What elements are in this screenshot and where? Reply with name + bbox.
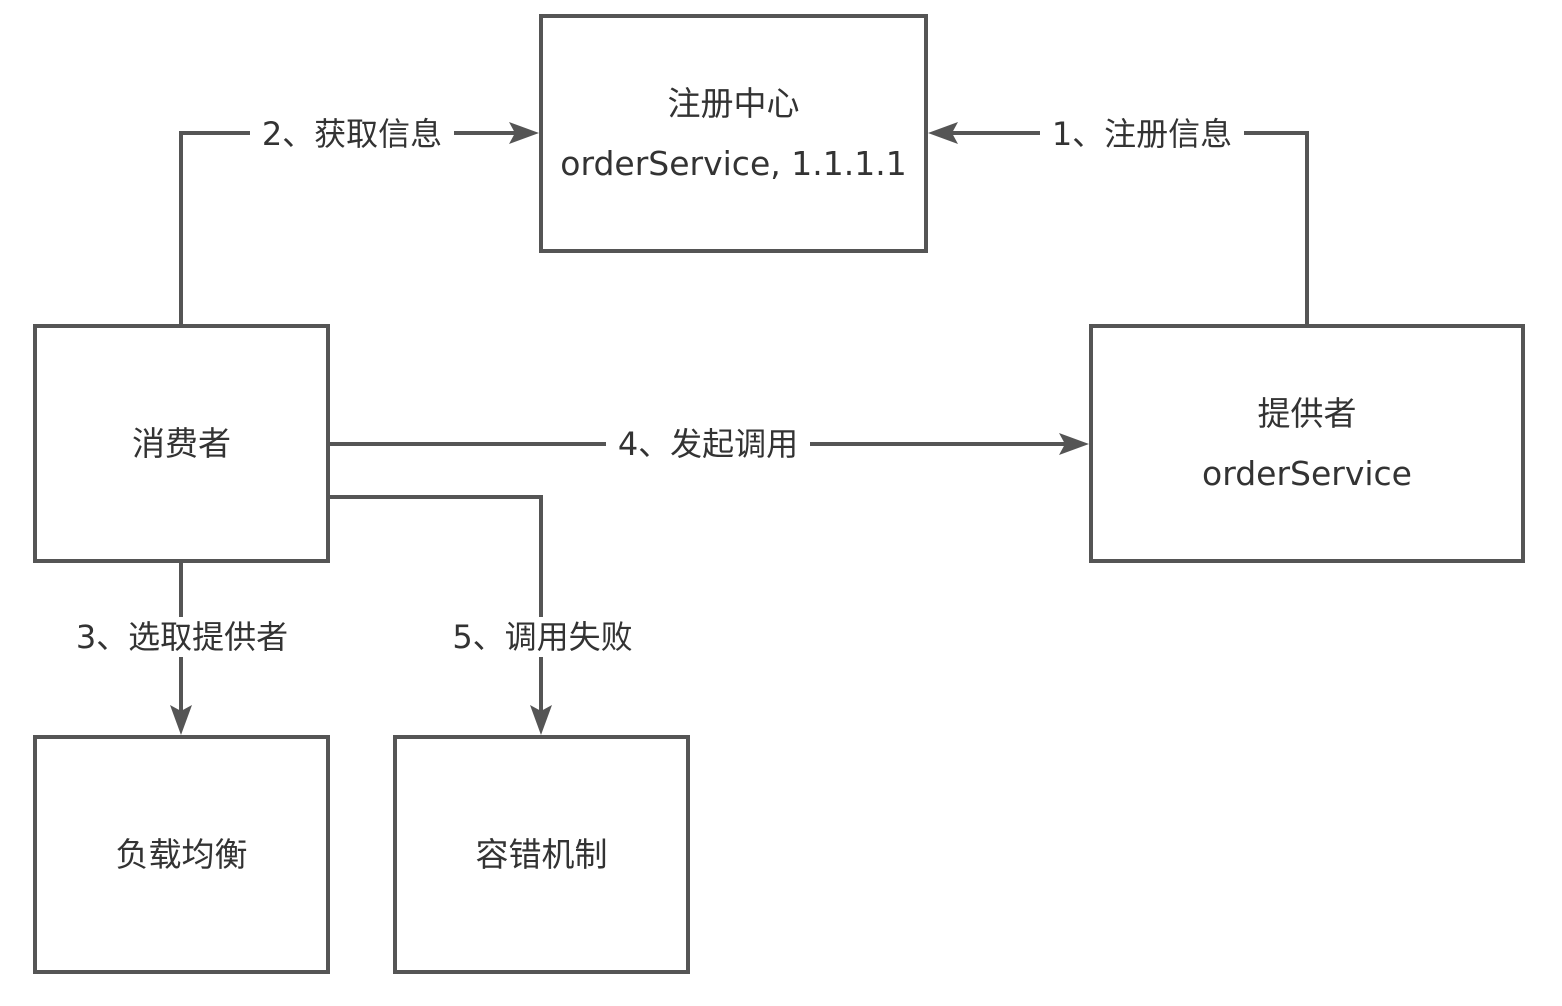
edge-fetch-label: 2、获取信息 [250,114,454,154]
edge-fetch-arrow [509,122,539,144]
node-load-balance-title: 负载均衡 [115,834,248,874]
edge-fail-line [330,495,543,712]
node-consumer-title: 消费者 [132,423,231,463]
node-provider-title: 提供者 [1257,393,1357,433]
node-provider: 提供者 orderService [1089,324,1525,563]
edge-register-line [950,131,1309,324]
node-consumer: 消费者 [33,324,330,563]
node-fault-tolerance: 容错机制 [393,735,690,974]
edge-invoke-arrow [1059,433,1089,455]
edge-select-arrow [170,705,192,735]
node-registry-center: 注册中心 orderService, 1.1.1.1 [539,14,928,253]
node-registry-title: 注册中心 [667,83,800,123]
edge-fail-label: 5、调用失败 [440,617,645,657]
edge-fetch-line [179,131,518,324]
edge-select-label: 3、选取提供者 [62,617,302,657]
edge-register-arrow [928,122,958,144]
edge-invoke-label: 4、发起调用 [606,424,810,464]
node-registry-detail: orderService, 1.1.1.1 [560,143,907,183]
node-load-balance: 负载均衡 [33,735,330,974]
node-fault-tolerance-title: 容错机制 [475,834,608,874]
edge-register-label: 1、注册信息 [1040,114,1244,154]
edge-fail-arrow [530,705,552,735]
node-provider-detail: orderService [1202,453,1412,493]
